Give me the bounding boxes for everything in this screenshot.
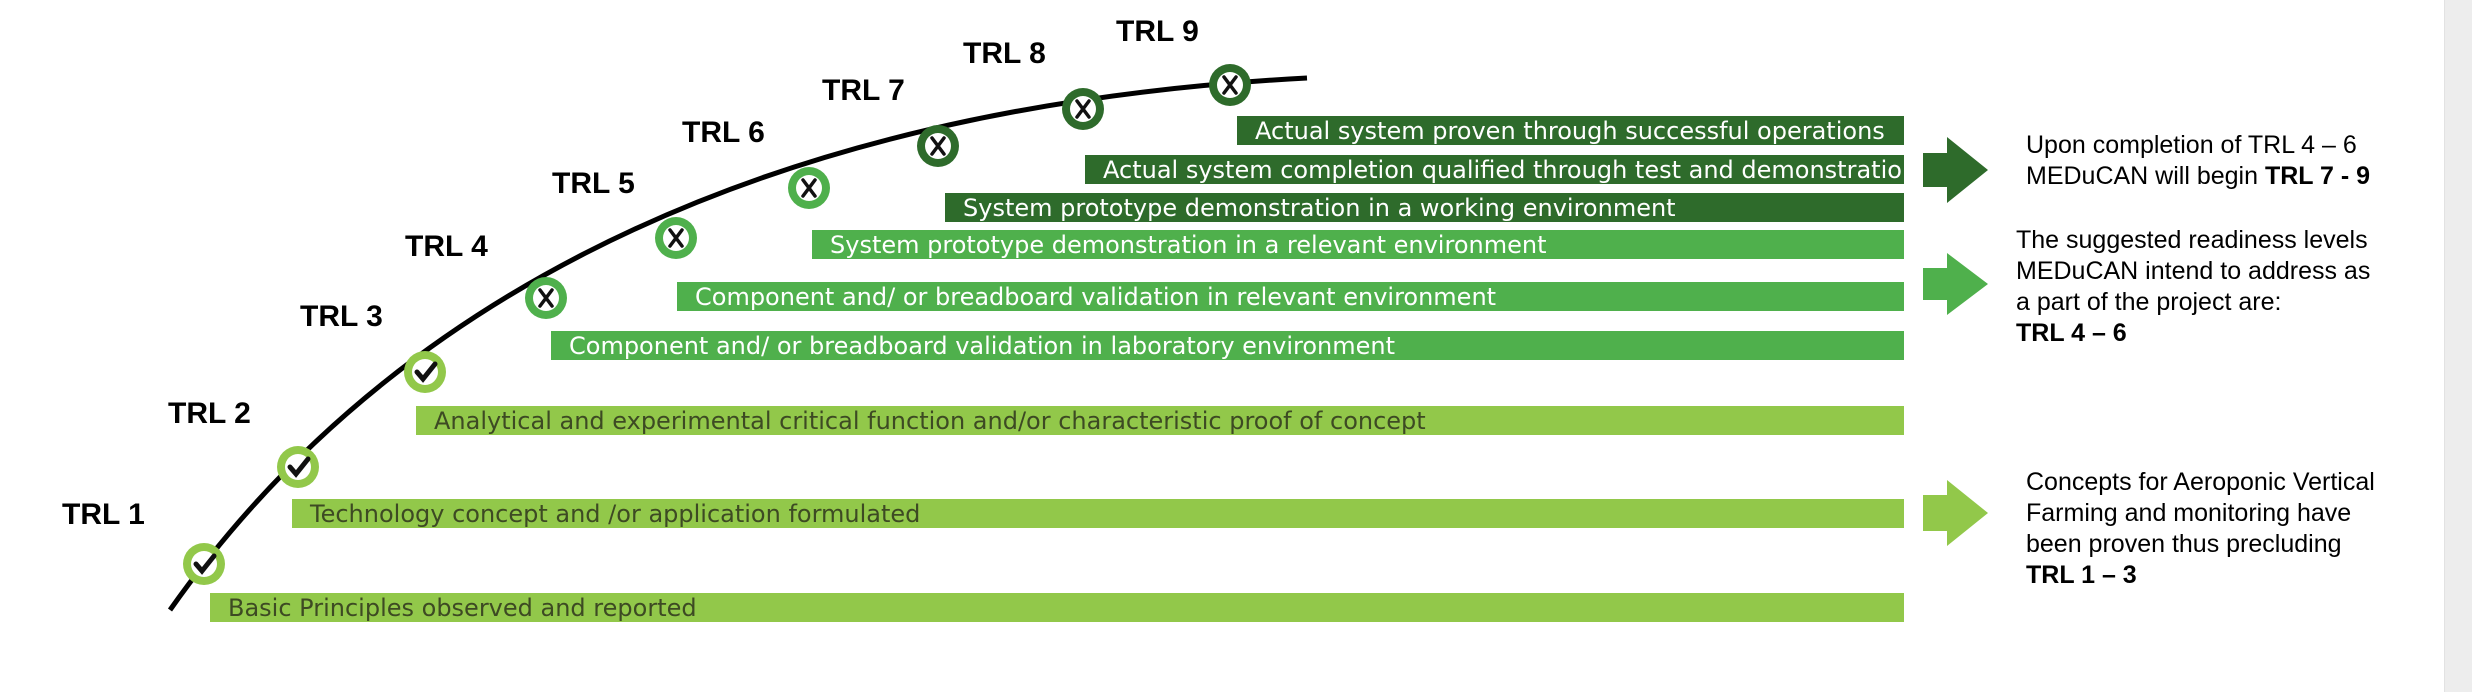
note-trl-4-6: The suggested readiness levels MEDuCAN i… — [2016, 225, 2416, 349]
trl-bar-5: Component and/ or breadboard validation … — [677, 282, 1904, 311]
trl-label-9: TRL 9 — [1116, 15, 1199, 48]
trl-label-4: TRL 4 — [405, 230, 488, 263]
trl-bar-2: Technology concept and /or application f… — [292, 499, 1904, 528]
trl-bar-2-text: Technology concept and /or application f… — [310, 499, 921, 528]
note-bottom-line-4-bold: TRL 1 – 3 — [2026, 561, 2137, 589]
trl-bar-1-text: Basic Principles observed and reported — [228, 593, 697, 622]
x-mark-icon — [930, 136, 946, 156]
note-bottom-line-4: TRL 1 – 3 — [2026, 560, 2426, 591]
x-mark-icon — [801, 178, 817, 198]
trl-label-2: TRL 2 — [168, 397, 251, 430]
trl-bar-1: Basic Principles observed and reported — [210, 593, 1904, 622]
x-mark-icon — [1075, 99, 1091, 119]
x-mark-icon — [1222, 75, 1238, 95]
note-middle-line-1: The suggested readiness levels — [2016, 226, 2368, 254]
arrow-top — [1923, 137, 1988, 203]
milestone-marker-1 — [183, 543, 225, 585]
note-middle-line-4-bold: TRL 4 – 6 — [2016, 319, 2127, 347]
x-mark-icon — [538, 288, 554, 308]
trl-bar-7-text: System prototype demonstration in a work… — [963, 193, 1676, 222]
trl-bar-8-text: Actual system completion qualified throu… — [1103, 155, 1904, 184]
trl-bar-9: Actual system proven through successful … — [1237, 116, 1904, 145]
x-mark-icon — [668, 228, 684, 248]
note-trl-7-9: Upon completion of TRL 4 – 6 MEDuCAN wil… — [2026, 130, 2426, 192]
milestone-marker-9 — [1209, 64, 1251, 106]
trl-bar-5-text: Component and/ or breadboard validation … — [695, 282, 1497, 311]
trl-bar-7: System prototype demonstration in a work… — [945, 193, 1904, 222]
note-top-line-1: Upon completion of TRL 4 – 6 — [2026, 131, 2357, 159]
trl-bar-3-text: Analytical and experimental critical fun… — [434, 406, 1426, 435]
milestone-marker-4 — [525, 277, 567, 319]
checkmark-icon — [414, 361, 438, 383]
trl-label-6: TRL 6 — [682, 116, 765, 149]
trl-label-1: TRL 1 — [62, 498, 145, 531]
scrollbar-track[interactable] — [2444, 0, 2472, 692]
trl-bar-4-text: Component and/ or breadboard validation … — [569, 331, 1396, 360]
trl-curve — [167, 75, 1308, 612]
milestone-marker-2 — [277, 446, 319, 488]
trl-bar-9-text: Actual system proven through successful … — [1255, 116, 1885, 145]
note-top-line-2: MEDuCAN will begin TRL 7 - 9 — [2026, 161, 2426, 192]
note-bottom-line-3: been proven thus precluding — [2026, 530, 2342, 558]
note-trl-1-3: Concepts for Aeroponic Vertical Farming … — [2026, 467, 2426, 591]
trl-bar-6: System prototype demonstration in a rele… — [812, 230, 1904, 259]
trl-bar-6-text: System prototype demonstration in a rele… — [830, 230, 1547, 259]
milestone-marker-5 — [655, 217, 697, 259]
trl-label-7: TRL 7 — [822, 74, 905, 107]
milestone-marker-6 — [788, 167, 830, 209]
trl-bar-3: Analytical and experimental critical fun… — [416, 406, 1904, 435]
note-top-line-2-bold: TRL 7 - 9 — [2264, 162, 2371, 190]
note-middle-line-2: MEDuCAN intend to address as — [2016, 257, 2371, 285]
trl-label-5: TRL 5 — [552, 167, 635, 200]
milestone-marker-3 — [404, 351, 446, 393]
milestone-markers — [183, 64, 1251, 585]
milestone-marker-7 — [917, 125, 959, 167]
milestone-marker-8 — [1062, 88, 1104, 130]
trl-bar-4: Component and/ or breadboard validation … — [551, 331, 1904, 360]
trl-bar-8: Actual system completion qualified throu… — [1085, 155, 1904, 184]
note-middle-line-4: TRL 4 – 6 — [2016, 318, 2416, 349]
checkmark-icon — [287, 456, 311, 478]
note-bottom-line-2: Farming and monitoring have — [2026, 499, 2352, 527]
trl-label-3: TRL 3 — [300, 300, 383, 333]
note-top-line-2-prefix: MEDuCAN will begin — [2026, 162, 2265, 190]
trl-label-8: TRL 8 — [963, 37, 1046, 70]
note-bottom-line-1: Concepts for Aeroponic Vertical — [2026, 468, 2375, 496]
checkmark-icon — [193, 553, 217, 575]
arrow-middle — [1923, 253, 1988, 315]
arrow-bottom — [1923, 480, 1988, 546]
note-middle-line-3: a part of the project are: — [2016, 288, 2282, 316]
